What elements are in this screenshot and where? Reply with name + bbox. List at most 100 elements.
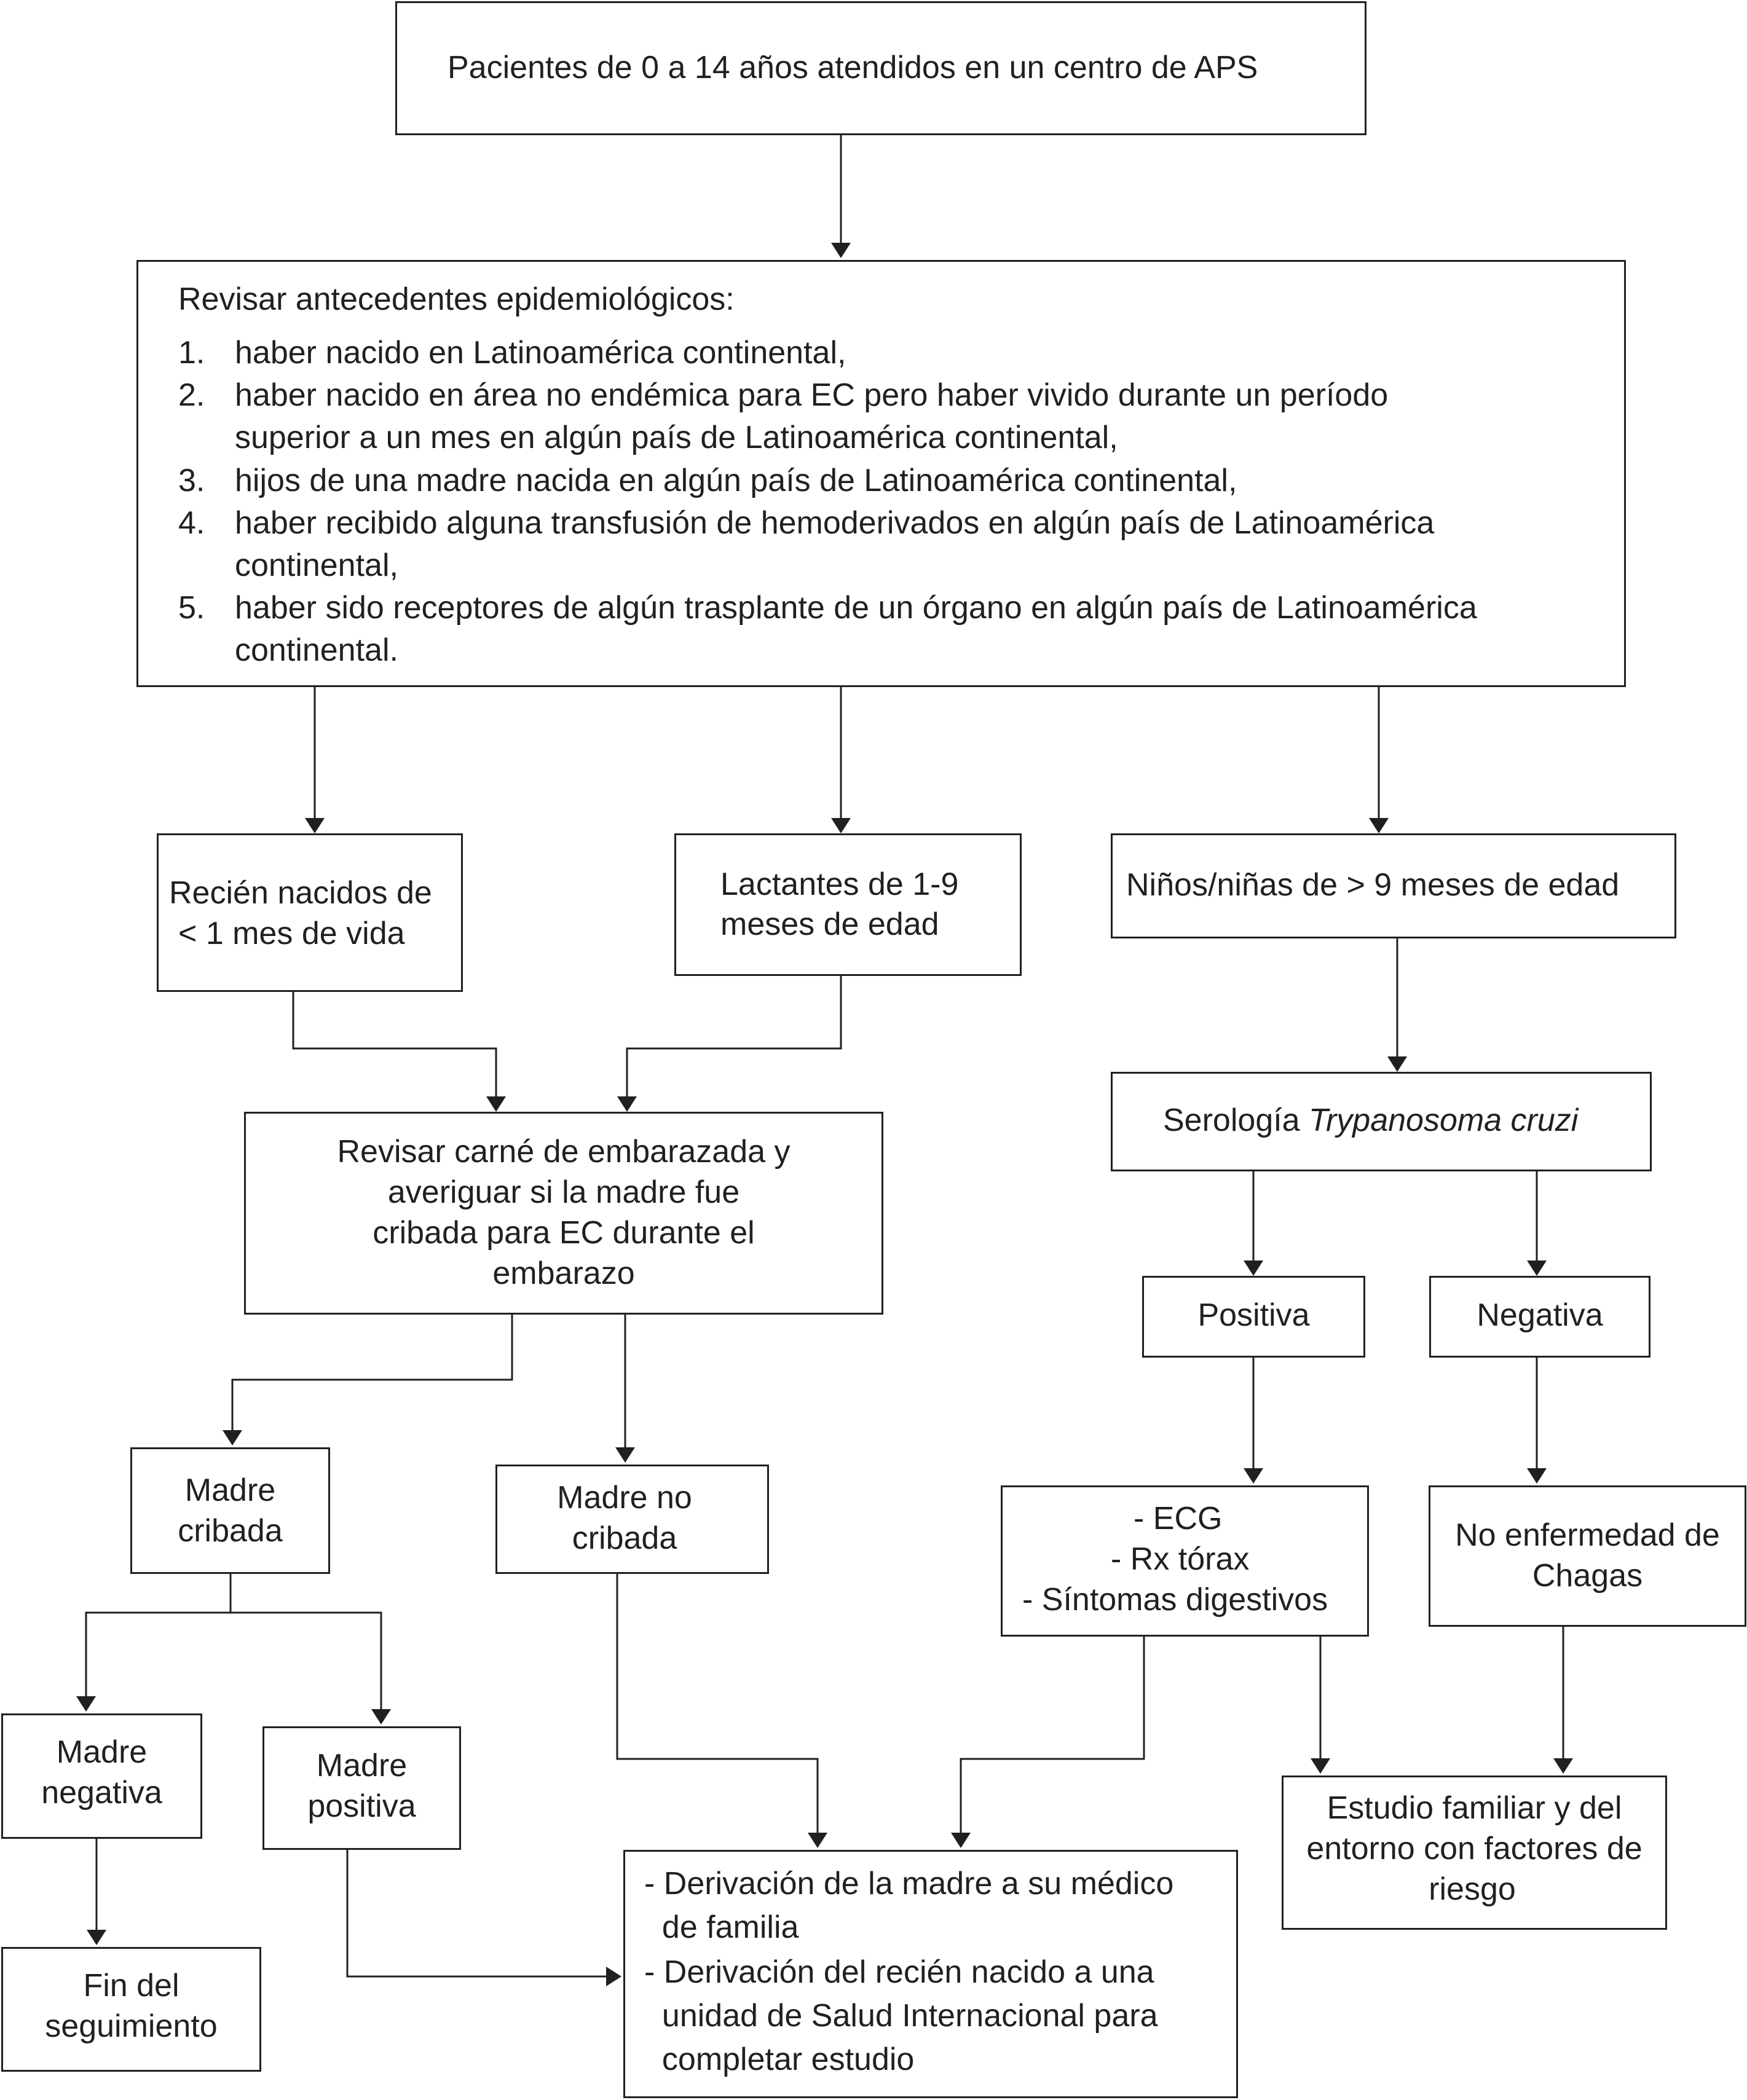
arrowhead	[87, 1930, 106, 1945]
mother-screened-box	[130, 1447, 330, 1574]
criterion-4-number: 4.	[178, 505, 205, 541]
criterion-2-number: 2.	[178, 377, 205, 413]
criterion-3-number: 3.	[178, 463, 205, 498]
connector	[626, 976, 842, 1096]
serology-box	[1111, 1072, 1652, 1171]
mother-positive-line-2: positiva	[307, 1788, 416, 1824]
referral-line-2: de familia	[644, 1909, 799, 1945]
end-followup-line-1: Fin del	[83, 1968, 179, 2004]
arrowhead	[831, 243, 851, 258]
positive-box	[1142, 1276, 1365, 1358]
arrowhead	[1387, 1056, 1407, 1072]
epidemiological-title: Revisar antecedentes epidemiológicos:	[178, 281, 735, 317]
arrowhead	[1527, 1468, 1547, 1484]
patients-text: Pacientes de 0 a 14 años atendidos en un…	[448, 50, 1258, 85]
connector	[85, 1574, 232, 1696]
arrowhead	[1369, 818, 1389, 833]
arrowhead	[1527, 1260, 1547, 1276]
negative-box	[1429, 1276, 1650, 1358]
arrowhead	[305, 818, 325, 833]
mother-positive-box	[262, 1726, 461, 1850]
arrowhead	[617, 1096, 637, 1112]
newborn-line-1: Recién nacidos de	[169, 875, 432, 911]
mother-screened-line-1: Madre	[184, 1473, 276, 1508]
arrowhead	[951, 1833, 971, 1848]
criterion-4-line-2: continental,	[235, 548, 398, 583]
arrowhead	[831, 818, 851, 833]
criterion-4-line-1: haber recibido alguna transfusión de hem…	[235, 505, 1435, 541]
infants-line-1: Lactantes de 1-9	[720, 867, 959, 902]
tests-line-1: - ECG	[1134, 1501, 1223, 1536]
arrowhead	[1311, 1758, 1330, 1774]
mother-negative-box	[1, 1713, 202, 1839]
arrowhead	[1553, 1758, 1573, 1774]
positive-text: Positiva	[1197, 1297, 1310, 1333]
referral-box	[623, 1850, 1238, 2098]
referral-line-1: - Derivación de la madre a su médico	[644, 1866, 1174, 1901]
mother-negative-line-2: negativa	[41, 1775, 162, 1811]
mother-not-screened-line-2: cribada	[572, 1520, 677, 1556]
negative-text: Negativa	[1477, 1297, 1603, 1333]
children-box	[1111, 833, 1676, 938]
tests-line-3: - Síntomas digestivos	[1022, 1582, 1328, 1618]
criterion-5-number: 5.	[178, 590, 205, 626]
referral-line-4: unidad de Salud Internacional para	[644, 1998, 1158, 2034]
infants-box	[674, 833, 1022, 976]
mother-positive-line-1: Madre	[316, 1748, 408, 1783]
arrowhead	[1244, 1260, 1263, 1276]
family-study-line-2: entorno con factores de	[1306, 1831, 1642, 1866]
arrowhead	[371, 1709, 391, 1724]
no-chagas-line-2: Chagas	[1532, 1558, 1643, 1594]
newborn-box	[157, 833, 463, 992]
serology-organism: Trypanosoma cruzi	[1309, 1103, 1579, 1138]
children-text: Niños/niñas de > 9 meses de edad	[1126, 867, 1620, 903]
no-chagas-box	[1429, 1485, 1746, 1627]
pregnancy-card-line-4: embarazo	[492, 1256, 635, 1291]
arrowhead	[486, 1096, 506, 1112]
criterion-2-line-2: superior a un mes en algún país de Latin…	[235, 420, 1118, 455]
serology-prefix: Serología	[1163, 1103, 1309, 1138]
criterion-1-number: 1.	[178, 335, 205, 371]
connector	[292, 992, 497, 1096]
tests-box	[1001, 1485, 1369, 1637]
pregnancy-card-line-3: cribada para EC durante el	[373, 1215, 755, 1251]
connector	[616, 1574, 819, 1833]
referral-line-3: - Derivación del recién nacido a una	[644, 1954, 1154, 1990]
connector	[231, 1611, 382, 1709]
mother-not-screened-box	[495, 1465, 769, 1574]
no-chagas-line-1: No enfermedad de	[1455, 1517, 1720, 1553]
arrowhead	[808, 1833, 827, 1848]
mother-negative-line-1: Madre	[56, 1734, 148, 1770]
end-followup-line-2: seguimiento	[45, 2008, 218, 2044]
criterion-3-line-1: hijos de una madre nacida en algún país …	[235, 463, 1237, 498]
tests-line-2: - Rx tórax	[1111, 1541, 1250, 1577]
serology-text: Serología Trypanosoma cruzi	[1163, 1099, 1578, 1141]
infants-line-2: meses de edad	[720, 906, 939, 942]
criterion-5-line-1: haber sido receptores de algún trasplant…	[235, 590, 1477, 626]
arrowhead	[606, 1967, 621, 1986]
referral-line-5: completar estudio	[644, 2042, 915, 2077]
criterion-5-line-2: continental.	[235, 632, 398, 668]
family-study-box	[1282, 1776, 1667, 1930]
arrowhead	[223, 1430, 242, 1445]
pregnancy-card-line-1: Revisar carné de embarazada y	[337, 1134, 791, 1170]
criterion-1-line-1: haber nacido en Latinoamérica continenta…	[235, 335, 846, 371]
connector	[346, 1850, 606, 1978]
patients-box	[395, 1, 1366, 135]
connector	[960, 1637, 1145, 1833]
end-followup-box	[1, 1947, 261, 2072]
pregnancy-card-line-2: averiguar si la madre fue	[387, 1174, 740, 1210]
criterion-2-line-1: haber nacido en área no endémica para EC…	[235, 377, 1389, 413]
newborn-line-2: < 1 mes de vida	[178, 916, 405, 951]
arrowhead	[1244, 1468, 1263, 1484]
epidemiological-box	[136, 260, 1626, 687]
arrowhead	[76, 1696, 96, 1712]
family-study-line-3: riesgo	[1429, 1871, 1516, 1907]
mother-not-screened-line-1: Madre no	[557, 1480, 692, 1516]
connector	[231, 1315, 513, 1430]
pregnancy-card-box	[244, 1112, 883, 1315]
family-study-line-1: Estudio familiar y del	[1327, 1790, 1622, 1826]
mother-screened-line-2: cribada	[178, 1513, 283, 1549]
arrowhead	[615, 1447, 635, 1463]
